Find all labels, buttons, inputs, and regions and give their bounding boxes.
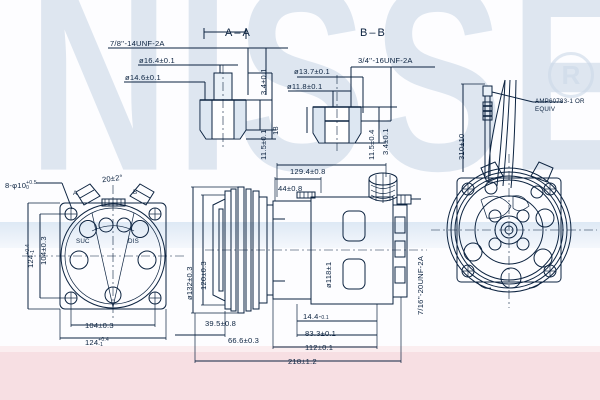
section-bb-thread-label: 3/4''-16UNF-2A — [358, 56, 413, 65]
front-port-marker-a: A — [73, 190, 78, 197]
harness-geometry — [455, 80, 565, 190]
section-aa-bore-inner-label: ø14.6±0.1 — [125, 73, 161, 82]
side-dim-14-label: 14.4-0.1 — [303, 313, 329, 321]
harness-connector-label-line2: EQUIV — [535, 106, 556, 113]
rear-view-geometry — [425, 79, 600, 340]
section-aa-geometry — [100, 28, 288, 165]
front-port-suction-label: SUC — [76, 238, 90, 245]
front-body-horizontal-tol-lower: -1 — [98, 341, 104, 348]
front-hole-tol-upper: +0.5 — [26, 179, 37, 186]
front-port-discharge-label: DIS — [128, 238, 139, 245]
front-body-horizontal-main: 124 — [85, 338, 99, 348]
front-body-horizontal-label: 124+0.4-1 — [85, 336, 109, 348]
front-body-horizontal-tol-upper: +0.4 — [98, 336, 109, 343]
side-dim-83-label: 83.3±0.1 — [305, 329, 337, 338]
side-dim-39-label: 39.5±0.8 — [205, 319, 237, 328]
bottom-color-band — [0, 352, 600, 400]
side-dim-14-main: 14.4- — [303, 312, 322, 321]
section-bb-title: B–B — [360, 27, 387, 39]
front-hole-tol-lower: 0 — [26, 184, 30, 191]
front-port-marker-b: B — [133, 189, 138, 196]
side-dim-44-label: 44±0.8 — [278, 184, 303, 193]
section-bb-geometry — [285, 55, 435, 170]
side-pulley-diameter-label: ø132±0.3 — [185, 266, 194, 300]
side-dim-66-label: 66.6±0.3 — [228, 336, 260, 345]
front-angle-label: 20±2° — [101, 172, 124, 185]
front-view-geometry — [14, 182, 199, 345]
side-dim-14-tol: 0.1 — [321, 315, 329, 322]
side-dim-129-label: 129.4±0.8 — [290, 167, 326, 176]
section-bb-bore-inner-label: ø11.8±0.1 — [287, 82, 323, 91]
side-view-geometry — [175, 163, 430, 370]
front-hole-callout-main: 8-φ10 — [5, 181, 27, 191]
section-aa-bore-outer-label: ø16.4±0.1 — [139, 56, 175, 65]
section-bb-bore-outer-label: ø13.7±0.1 — [294, 67, 330, 76]
section-aa-thread-label: 7/8''-14UNF-2A — [110, 39, 165, 48]
bottom-band-highlight — [0, 346, 600, 352]
section-aa-title: A–A — [225, 27, 252, 39]
